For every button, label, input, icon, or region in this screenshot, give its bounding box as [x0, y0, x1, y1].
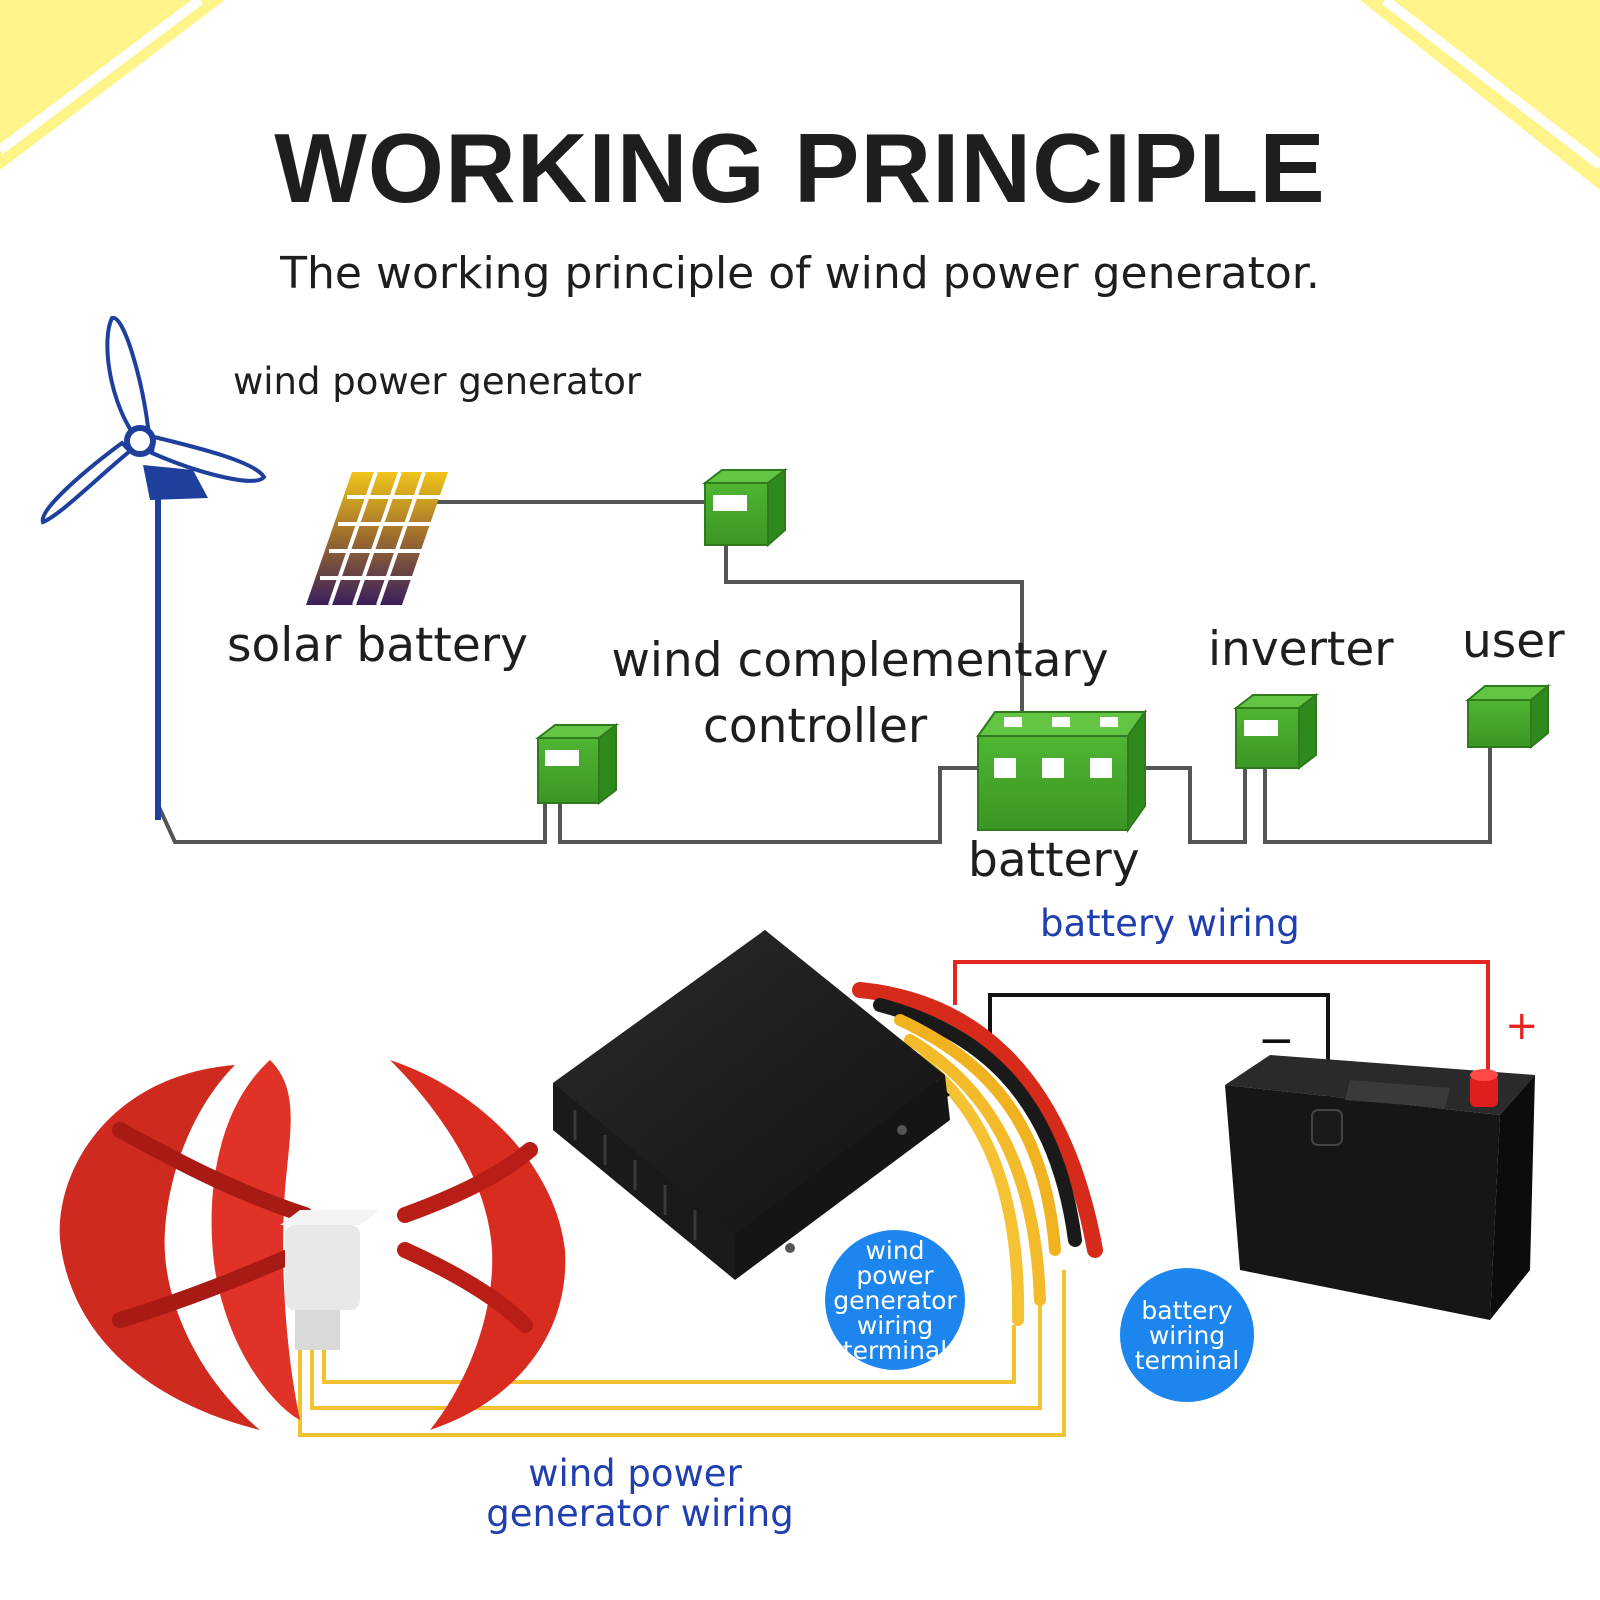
page-title: WORKING PRINCIPLE: [274, 113, 1326, 223]
badge-battery-terminal-text: battery wiring terminal: [1134, 1295, 1240, 1375]
label-controller-line1: wind complementary: [611, 633, 1109, 688]
schematic-wires: [156, 500, 1492, 844]
badge-generator-terminal-text: wind power generator wiring terminal: [833, 1235, 957, 1365]
label-inverter: inverter: [1208, 622, 1394, 677]
battery-wiring-lines: [953, 960, 1490, 1105]
badge-battery-terminal: battery wiring terminal: [1120, 1268, 1254, 1402]
badge-generator-terminal: wind power generator wiring terminal: [825, 1230, 965, 1370]
controller-box-icon: [702, 467, 788, 548]
corner-decoration-right: [1360, 0, 1600, 190]
label-generator-wiring-line2: generator wiring: [486, 1492, 794, 1535]
label-battery-wiring: battery wiring: [1040, 902, 1300, 945]
minus-sign: −: [1258, 1015, 1295, 1066]
solar-panel-icon: [306, 471, 448, 606]
battery-icon: [976, 708, 1147, 834]
generator-box-icon: [535, 722, 619, 806]
label-solar-battery: solar battery: [227, 618, 528, 673]
corner-decoration-left: [0, 0, 225, 170]
page-subtitle: The working principle of wind power gene…: [280, 248, 1320, 299]
label-battery: battery: [968, 833, 1140, 888]
label-generator-wiring-line1: wind power: [528, 1452, 742, 1495]
wind-controller-unit: [553, 930, 950, 1280]
label-user: user: [1462, 614, 1565, 669]
label-controller-line2: controller: [703, 699, 928, 754]
label-wind-power-generator: wind power generator: [233, 360, 642, 403]
red-vertical-wind-turbine: [59, 1060, 566, 1430]
car-battery: [1225, 1055, 1535, 1320]
generator-wiring-lines: [298, 1270, 1066, 1437]
wind-turbine-icon: [40, 316, 267, 820]
user-box-icon: [1465, 683, 1551, 750]
plus-sign: +: [1505, 1003, 1539, 1049]
inverter-box-icon: [1233, 692, 1319, 771]
controller-cables: [852, 982, 1103, 1326]
